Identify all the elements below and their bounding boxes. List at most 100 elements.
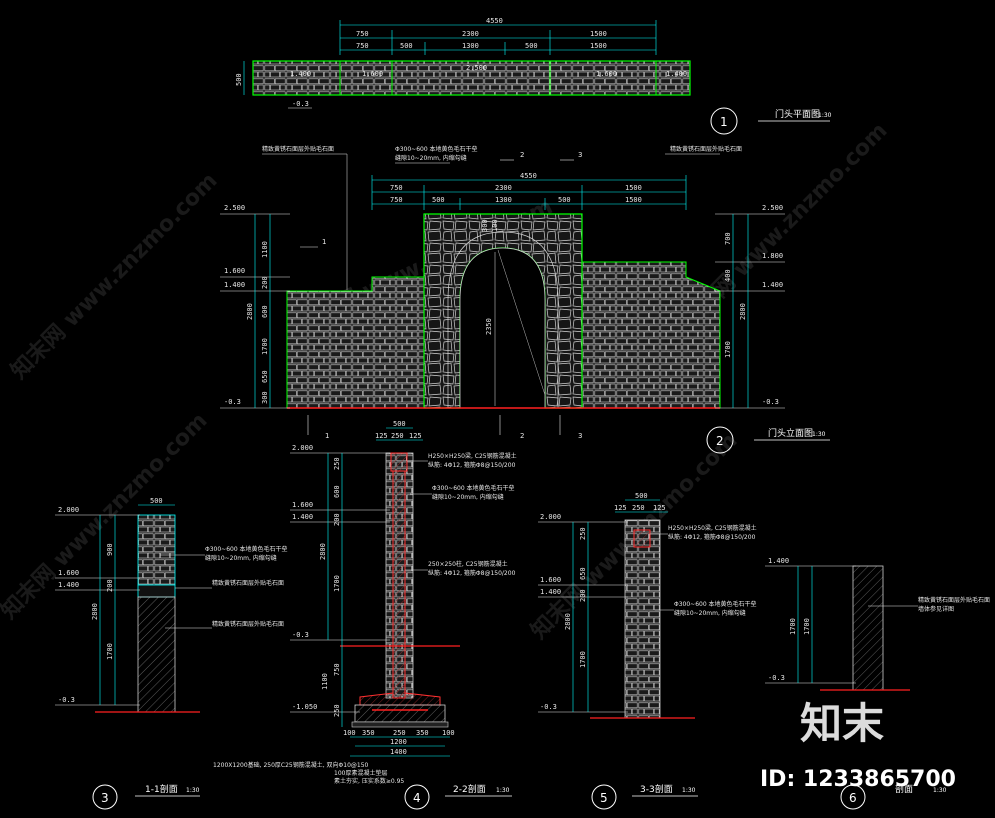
plan-dim: 1500 (590, 30, 607, 38)
elev-level-right: 2.500 (762, 204, 783, 212)
s3-level: 1.400 (540, 588, 561, 596)
s2-note: Φ300~600 本地黄色毛石干垒 (432, 484, 515, 492)
section-mark: 1 (322, 238, 326, 246)
s2-total: 2800 (319, 543, 327, 560)
plan-base-level: -0.3 (292, 100, 309, 108)
s2-dim: 600 (333, 485, 341, 498)
s3-dim: 1700 (579, 651, 587, 668)
elev-dim: 2300 (495, 184, 512, 192)
elev-level-left: -0.3 (224, 398, 241, 406)
elev-note-right: 精致黄锈石面层外贴毛石面 (670, 145, 742, 153)
s3-level: 1.600 (540, 576, 561, 584)
plan-side-dim: 500 (235, 73, 243, 86)
elev-dim: 1300 (495, 196, 512, 204)
plan-dim: 750 (356, 30, 369, 38)
elev-dim-left: 300 (261, 391, 269, 404)
s1-dim: 900 (106, 543, 114, 556)
s2-dim: 200 (333, 513, 341, 526)
s2-bottom-dim: 100 (343, 729, 356, 737)
plan-dim: 2300 (462, 30, 479, 38)
s6-note: 精致黄锈石面层外贴毛石面 (918, 596, 990, 604)
s2-level: 1.600 (292, 501, 313, 509)
s3-note: 缝隙10~20mm, 内缩勾缝 (674, 609, 746, 617)
s2-top-dim: 125 (409, 432, 422, 440)
s1-level: 1.600 (58, 569, 79, 577)
s2-level: 1.400 (292, 513, 313, 521)
s2-dim: 1100 (321, 673, 329, 690)
plan-level: 1.400 (666, 70, 687, 78)
plan-dim: 1300 (462, 42, 479, 50)
s2-bottom-dim: 250 (393, 729, 406, 737)
plan-overall-dim: 4550 (486, 17, 503, 25)
elev-dim: 1500 (625, 196, 642, 204)
elev-dim-left: 1700 (261, 338, 269, 355)
plan-level: 1.600 (362, 70, 383, 78)
elev-dim: 750 (390, 184, 403, 192)
s1-title: 1-1剖面 (145, 783, 178, 795)
section-mark: 3 (578, 432, 582, 440)
s2-level: -1.050 (292, 703, 317, 711)
s3-top-dim: 125 (653, 504, 666, 512)
s3-dim: 250 (579, 527, 587, 540)
elev-dim-left: 200 (261, 276, 269, 289)
elev-note-mid: 缝隙10~20mm, 内缩勾缝 (395, 154, 467, 162)
s2-scale: 1:30 (496, 787, 510, 794)
s1-level: -0.3 (58, 696, 75, 704)
elev-level-right: 1.800 (762, 252, 783, 260)
watermark-id: ID: 1233865700 (760, 767, 956, 792)
s2-dim: 250 (333, 704, 341, 717)
s2-dim: 750 (333, 663, 341, 676)
elev-dim-right: 400 (724, 269, 732, 282)
s6-level: 1.400 (768, 557, 789, 565)
s2-note: 250×250柱, C25钢筋混凝土 (428, 560, 508, 568)
elev-level-left: 1.400 (224, 281, 245, 289)
s3-top-dim: 500 (635, 492, 648, 500)
elev-note-mid: Φ300~600 本地黄色毛石干垒 (395, 145, 478, 153)
s2-foot-note: 100厚素混凝土垫层 (334, 769, 387, 777)
elev-dim: 500 (432, 196, 445, 204)
elev-total-left: 2800 (246, 303, 254, 320)
elev-dim-right: 1700 (724, 341, 732, 358)
plan-dim: 500 (400, 42, 413, 50)
s2-foot-note: 素土夯实, 压实系数≥0.95 (334, 777, 404, 785)
elev-dim-left: 600 (261, 305, 269, 318)
arch-height-dim: 2350 (485, 318, 493, 335)
s6-note: 墙体参见详图 (918, 605, 954, 613)
s2-dim: 250 (333, 457, 341, 470)
s2-bottom-mid: 1200 (390, 738, 407, 746)
section-1-1: 500 2.000 1.600 1.400 -0.3 2800 900 200 … (55, 497, 288, 810)
section-mark: 3 (578, 151, 582, 159)
elev-level-right: -0.3 (762, 398, 779, 406)
elev-dim-left: 650 (261, 370, 269, 383)
s3-level: 2.000 (540, 513, 561, 521)
s3-note: 纵筋: 4Φ12, 箍筋Φ8@150/200 (668, 533, 756, 541)
plan-view: 4550 750 2300 1500 750 500 1300 500 1500… (235, 17, 832, 135)
s3-note: H250×H250梁, C25钢筋混凝土 (668, 524, 757, 532)
s1-level: 2.000 (58, 506, 79, 514)
s2-top-dim: 250 (391, 432, 404, 440)
section-3-3: 500 125 250 125 2.000 1.600 1.400 -0.3 2… (538, 492, 757, 810)
plan-scale: 1:30 (818, 112, 832, 119)
s6-badge: 6 (849, 791, 857, 805)
plan-dim: 500 (525, 42, 538, 50)
s2-level: -0.3 (292, 631, 309, 639)
s2-bottom-dim: 100 (442, 729, 455, 737)
elev-badge: 2 (716, 434, 724, 448)
elev-overall-dim: 4550 (520, 172, 537, 180)
s2-title: 2-2剖面 (453, 783, 486, 795)
s1-total: 2800 (91, 603, 99, 620)
s3-badge: 5 (600, 791, 608, 805)
s1-level: 1.400 (58, 581, 79, 589)
elev-dim-right: 700 (724, 232, 732, 245)
plan-level: 1.600 (596, 70, 617, 78)
s3-title: 3-3剖面 (640, 783, 673, 795)
s3-total: 2800 (564, 613, 572, 630)
elev-dim: 1500 (625, 184, 642, 192)
s2-note: H250×H250梁, C25钢筋混凝土 (428, 452, 517, 460)
elev-level-left: 1.600 (224, 267, 245, 275)
watermark-text: 知末网 www.znzmo.com (6, 168, 223, 385)
plan-badge: 1 (720, 115, 728, 129)
s1-note: 精致黄锈石面层外贴毛石面 (212, 620, 284, 628)
elev-total-right: 2800 (739, 303, 747, 320)
s2-note: 纵筋: 4Φ12, 箍筋Φ8@150/200 (428, 461, 516, 469)
